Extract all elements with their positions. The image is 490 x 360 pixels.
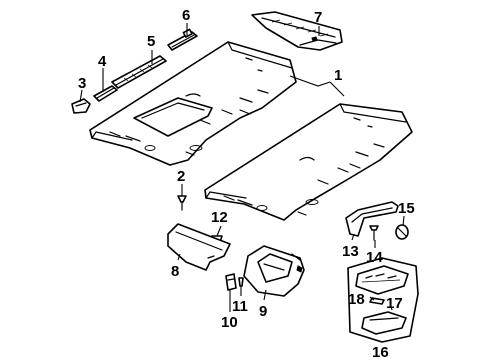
callout-2: 2 <box>177 168 185 185</box>
callout-4: 4 <box>98 53 107 70</box>
part-16-lamp-assembly <box>347 257 419 343</box>
part-2-push-pin <box>177 195 187 211</box>
part-11-screw <box>238 277 244 287</box>
part-4-rail <box>93 85 118 102</box>
part-15-coat-hook <box>395 224 409 240</box>
part-14-screw <box>369 225 379 241</box>
callout-3: 3 <box>78 75 86 92</box>
callout-11: 11 <box>232 298 248 315</box>
callout-18: 18 <box>348 291 365 308</box>
callout-14: 14 <box>366 249 383 266</box>
leader-lines <box>79 23 405 312</box>
part-8-sun-visor-left <box>167 223 231 271</box>
callout-13: 13 <box>342 243 359 260</box>
part-3-clip <box>71 98 91 114</box>
callout-17: 17 <box>386 295 403 312</box>
callout-5: 5 <box>147 33 155 50</box>
callout-16: 16 <box>372 344 389 360</box>
callout-10: 10 <box>221 314 238 331</box>
callout-9: 9 <box>259 303 267 320</box>
part-9-sun-visor-right <box>243 245 305 297</box>
callout-8: 8 <box>171 263 179 280</box>
callout-15: 15 <box>398 200 415 217</box>
part-7-overhead-trim <box>251 11 343 51</box>
part-13-grab-handle <box>345 201 399 237</box>
callout-7: 7 <box>314 9 322 26</box>
callout-12: 12 <box>211 209 228 226</box>
callout-1: 1 <box>334 67 342 84</box>
callout-labels: 1 2 3 4 5 6 7 8 9 10 11 12 13 14 15 16 1… <box>78 7 415 360</box>
callout-6: 6 <box>182 7 190 24</box>
part-1-headliner-left <box>89 41 297 166</box>
part-10-visor-clip <box>225 273 237 291</box>
part-6-rail <box>167 28 198 51</box>
part-1-headliner-right <box>204 103 413 221</box>
part-5-rail <box>111 55 167 89</box>
